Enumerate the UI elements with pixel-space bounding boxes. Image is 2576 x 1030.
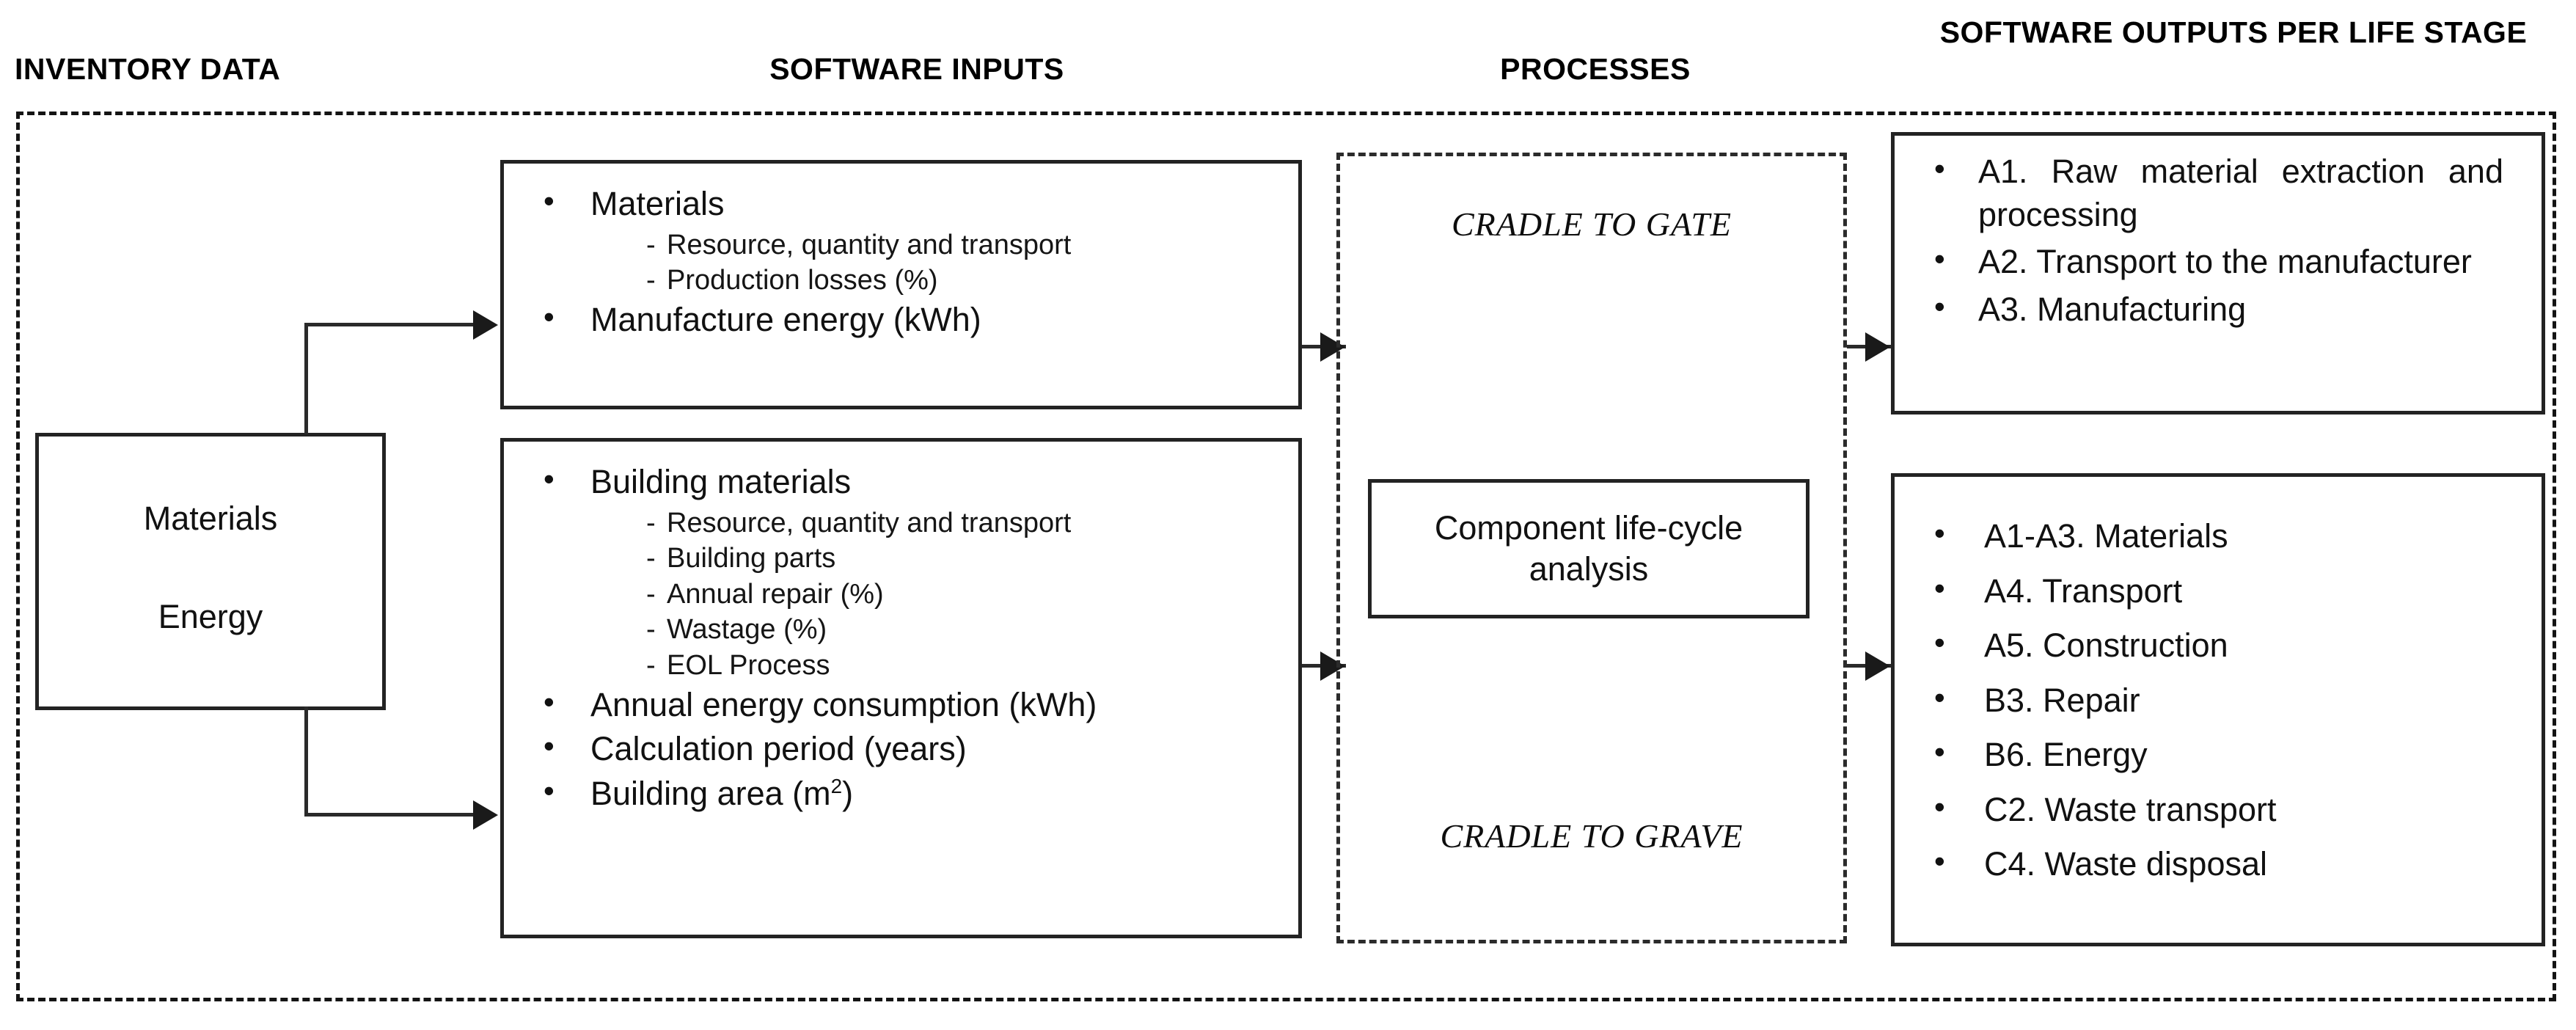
inventory-data-box: Materials Energy xyxy=(35,433,386,710)
list-item: Calculation period (years) xyxy=(523,726,1279,771)
connector-inventory-to-inputs1-vertical xyxy=(304,323,308,434)
list-item: A2. Transport to the manufacturer xyxy=(1914,239,2522,284)
software-outputs-list-2: A1-A3. Materials A4. Transport A5. Const… xyxy=(1895,477,2542,886)
software-inputs-box-building: Building materials Resource, quantity an… xyxy=(500,438,1302,938)
list-item: B3. Repair xyxy=(1914,678,2522,723)
column-header-inventory-data: INVENTORY DATA xyxy=(15,52,281,86)
list-item: Annual energy consumption (kWh) xyxy=(523,682,1279,727)
list-item: Resource, quantity and transport xyxy=(523,505,1279,541)
connector-inventory-to-inputs2-vertical xyxy=(304,706,308,817)
column-header-software-inputs: SOFTWARE INPUTS xyxy=(769,52,1064,86)
list-item: EOL Process xyxy=(523,648,1279,684)
list-item: Annual repair (%) xyxy=(523,577,1279,613)
software-inputs-box-materials: Materials Resource, quantity and transpo… xyxy=(500,160,1302,409)
list-item: A1. Raw material extraction and processi… xyxy=(1914,149,2522,236)
list-item: A3. Manufacturing xyxy=(1914,287,2522,332)
software-outputs-list-1: A1. Raw material extraction and processi… xyxy=(1895,136,2542,331)
software-outputs-box-cradle-to-gate: A1. Raw material extraction and processi… xyxy=(1891,132,2545,414)
arrow-processes-to-outputs1 xyxy=(1865,332,1890,362)
list-item: C2. Waste transport xyxy=(1914,787,2522,832)
column-header-software-outputs: SOFTWARE OUTPUTS PER LIFE STAGE xyxy=(1939,15,2528,49)
list-item: Wastage (%) xyxy=(523,612,1279,648)
list-item: Production losses (%) xyxy=(523,263,1279,299)
arrow-inputs2-to-processes xyxy=(1320,651,1345,681)
list-item: Materials xyxy=(523,181,1279,226)
list-item: Resource, quantity and transport xyxy=(523,227,1279,263)
list-item: A1-A3. Materials xyxy=(1914,514,2522,558)
building-area-superscript: 2 xyxy=(830,774,843,797)
inventory-materials-label: Materials xyxy=(143,500,278,537)
clc-line-1: Component life-cycle xyxy=(1434,508,1743,547)
clc-line-2: analysis xyxy=(1529,550,1649,588)
component-life-cycle-analysis-box: Component life-cycle analysis xyxy=(1368,479,1810,618)
list-item: A5. Construction xyxy=(1914,623,2522,668)
arrow-inventory-to-inputs1 xyxy=(473,310,498,340)
component-life-cycle-analysis-text: Component life-cycle analysis xyxy=(1421,508,1756,591)
arrow-inputs1-to-processes xyxy=(1320,332,1345,362)
arrow-inventory-to-inputs2 xyxy=(473,800,498,830)
list-item: C4. Waste disposal xyxy=(1914,841,2522,886)
building-area-tail: ) xyxy=(842,774,854,812)
list-item: Building materials xyxy=(523,459,1279,504)
software-outputs-box-cradle-to-grave: A1-A3. Materials A4. Transport A5. Const… xyxy=(1891,473,2545,946)
list-item: B6. Energy xyxy=(1914,732,2522,777)
software-inputs-list-1: Materials Resource, quantity and transpo… xyxy=(504,164,1298,341)
connector-inventory-to-inputs2-horizontal xyxy=(304,813,473,817)
arrow-processes-to-outputs2 xyxy=(1865,651,1890,681)
cradle-to-grave-label: CRADLE TO GRAVE xyxy=(1440,817,1743,855)
system-boundary-frame xyxy=(16,112,2556,1001)
list-item: Manufacture energy (kWh) xyxy=(523,297,1279,342)
processes-box: CRADLE TO GATE CRADLE TO GRAVE xyxy=(1336,153,1847,943)
cradle-to-gate-label: CRADLE TO GATE xyxy=(1451,205,1732,243)
column-header-processes: PROCESSES xyxy=(1500,52,1691,86)
list-item-building-area: Building area (m2) xyxy=(523,771,1279,816)
connector-inventory-to-inputs1-horizontal xyxy=(304,323,473,326)
software-inputs-list-2: Building materials Resource, quantity an… xyxy=(504,442,1298,815)
inventory-energy-label: Energy xyxy=(158,598,263,635)
list-item: Building parts xyxy=(523,541,1279,577)
list-item: A4. Transport xyxy=(1914,569,2522,613)
building-area-text: Building area (m xyxy=(590,774,831,812)
